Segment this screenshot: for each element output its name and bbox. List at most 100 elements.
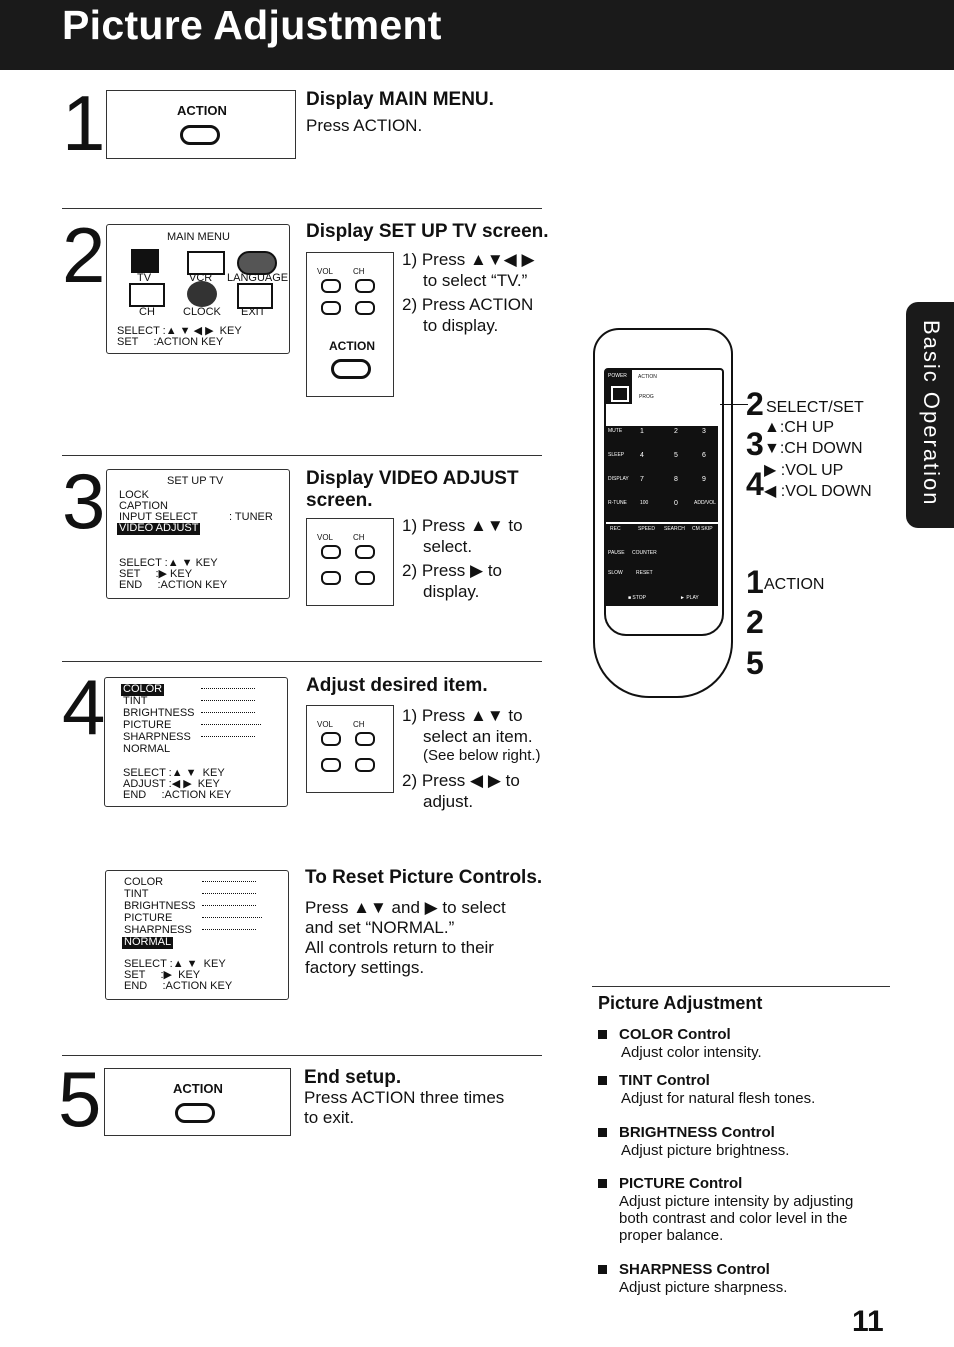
rec-label: REC <box>610 526 621 532</box>
menu-set-hint: SET :▶ KEY <box>124 969 201 981</box>
page-title: Picture Adjustment <box>62 2 442 48</box>
num-8: 8 <box>674 476 678 483</box>
step-2-number: 2 <box>62 211 106 299</box>
icon-label-tv: TV <box>137 272 152 284</box>
ch-up-icon <box>355 279 375 293</box>
reset-text-3: All controls return to their <box>305 938 494 957</box>
step-3-instruction-2: 2) Press ▶ to <box>402 561 502 580</box>
cmskip-label: CM SKIP <box>692 526 713 532</box>
menu-item-lock: LOCK <box>119 489 149 501</box>
search-label: SEARCH <box>664 526 685 532</box>
callout-line <box>720 404 748 405</box>
menu-select-hint: SELECT :▲ ▼ KEY <box>123 767 225 779</box>
step-4-instruction-2b: adjust. <box>423 792 474 811</box>
callout-4: 4 <box>746 466 764 502</box>
pa-title: Picture Adjustment <box>598 993 763 1013</box>
pa-item-color-name: COLOR Control <box>619 1026 731 1043</box>
step-4-heading: Adjust desired item. <box>306 675 488 696</box>
number-pad <box>606 426 718 522</box>
vol-label: VOL <box>317 720 334 729</box>
icon-label-clock: CLOCK <box>183 306 221 318</box>
exit-icon <box>237 283 273 309</box>
action-label: ACTION <box>177 103 227 118</box>
step-5-number: 5 <box>58 1055 102 1143</box>
callout-5: 5 <box>746 645 764 681</box>
level-bar <box>201 700 255 701</box>
page-header: Picture Adjustment <box>0 0 954 70</box>
pa-item-picture-name: PICTURE Control <box>619 1175 743 1192</box>
action-key-label: ACTION <box>638 374 657 380</box>
action-label: ACTION <box>173 1081 223 1096</box>
pa-item-sharpness-desc: Adjust picture sharpness. <box>619 1279 788 1296</box>
action-button-panel: ACTION <box>106 90 296 159</box>
vol-label: VOL <box>317 267 334 276</box>
ch-up-icon <box>355 545 375 559</box>
icon-label-language: LANGUAGE <box>227 272 289 284</box>
bullet-icon <box>598 1128 607 1137</box>
pa-item-brightness-name: BRIGHTNESS Control <box>619 1124 775 1141</box>
vol-label: VOL <box>317 533 334 542</box>
menu-select-hint: SELECT :▲ ▼ KEY <box>124 958 226 970</box>
level-bar <box>202 893 256 894</box>
step-3-instruction-2b: display. <box>423 582 480 601</box>
num-5: 5 <box>674 452 678 459</box>
reset-text-1: Press ▲▼ and ▶ to select <box>305 898 506 917</box>
reset-screen: COLOR TINT BRIGHTNESS PICTURE SHARPNESS … <box>105 870 289 1000</box>
divider <box>62 661 542 662</box>
callout-vol-up: ▶ :VOL UP <box>764 462 844 479</box>
step-4-instruction-1: 1) Press ▲▼ to <box>402 706 523 725</box>
level-bar <box>201 736 255 737</box>
menu-item-input-select: INPUT SELECT <box>119 511 198 523</box>
menu-end-hint: END :ACTION KEY <box>124 980 233 992</box>
menu-title: MAIN MENU <box>167 231 230 243</box>
callout-2b: 2 <box>746 604 764 640</box>
step-2-instruction-2: 2) Press ACTION <box>402 295 534 314</box>
level-bar <box>202 905 256 906</box>
pa-item-picture-desc-1: Adjust picture intensity by adjusting <box>619 1193 854 1210</box>
bullet-icon <box>598 1179 607 1188</box>
stop-label: ■ STOP <box>628 595 646 601</box>
num-3: 3 <box>702 428 706 435</box>
callout-3: 3 <box>746 426 764 462</box>
adjust-item-sharpness: SHARPNESS <box>123 731 191 743</box>
slow-label: SLOW <box>608 570 623 576</box>
callout-action: ACTION <box>764 576 825 593</box>
divider <box>62 455 542 456</box>
keypad-panel: VOL CH <box>306 705 394 793</box>
ch-label: CH <box>353 533 365 542</box>
power-label: POWER <box>608 373 627 379</box>
step-4-instruction-2: 2) Press ◀ ▶ to <box>402 771 520 790</box>
adjust-item-color: COLOR <box>121 683 165 696</box>
ch-label: CH <box>353 267 365 276</box>
step-3-instruction-1b: select. <box>423 537 473 556</box>
sleep-label: SLEEP <box>608 452 625 458</box>
step-4-note: (See below right.) <box>423 747 541 764</box>
level-bar <box>201 724 261 725</box>
language-icon <box>237 251 277 275</box>
bullet-icon <box>598 1030 607 1039</box>
adjust-item-brightness: BRIGHTNESS <box>123 707 195 719</box>
divider <box>62 1055 542 1056</box>
step-1-number: 1 <box>62 79 106 167</box>
reset-label: RESET <box>636 570 653 576</box>
level-bar <box>202 917 262 918</box>
step-1-heading: Display MAIN MENU. <box>306 89 494 110</box>
vol-up-icon <box>321 279 341 293</box>
step-3-heading-2: screen. <box>306 490 373 511</box>
menu-set-hint: SET :▶ KEY <box>119 568 193 580</box>
pa-item-tint-name: TINT Control <box>619 1072 710 1089</box>
num-9: 9 <box>702 476 706 483</box>
counter-label: COUNTER <box>632 550 657 556</box>
adjust-item-color: COLOR <box>124 876 164 888</box>
adjust-item-sharpness: SHARPNESS <box>124 924 192 936</box>
action-label: ACTION <box>329 339 375 353</box>
remote-control <box>593 328 733 698</box>
step-5-text-1: Press ACTION three times <box>304 1088 505 1107</box>
menu-value-tuner: : TUNER <box>229 511 273 523</box>
action-button-icon <box>175 1103 215 1123</box>
vol-down-icon <box>321 758 341 772</box>
menu-end-hint: END :ACTION KEY <box>123 789 232 801</box>
adjust-item-brightness: BRIGHTNESS <box>124 900 196 912</box>
callout-ch-up: ▲:CH UP <box>764 419 835 436</box>
step-5-heading: End setup. <box>304 1067 402 1088</box>
